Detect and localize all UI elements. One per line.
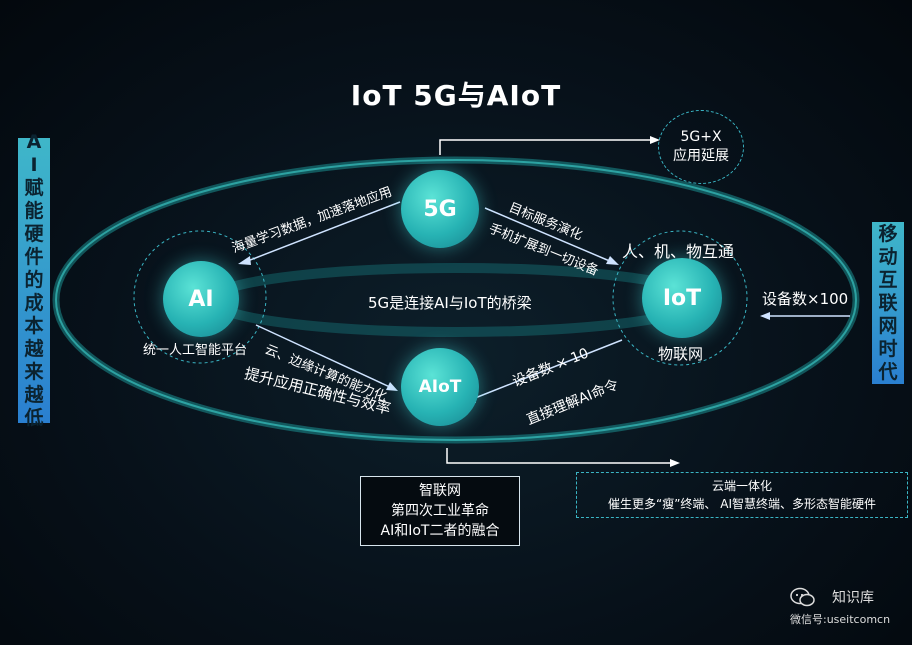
5gx-line2: 应用延展	[673, 148, 729, 164]
left-panel-char: I	[30, 154, 38, 176]
smart-network-line3: AI和IoT二者的融合	[380, 523, 500, 539]
arrow-5g-iot	[484, 207, 613, 263]
left-panel-char: 本	[24, 315, 44, 337]
people-things-label: 人、机、物互通	[622, 242, 735, 261]
iot-dashed-ring	[612, 230, 748, 366]
smart-network-box: 智联网 第四次工业革命 AI和IoT二者的融合	[360, 476, 520, 546]
right-panel-char: 互	[878, 268, 898, 291]
watermark: 知识库 微信号:useitcomcn	[790, 587, 908, 627]
ai-platform-label: 统一人工智能平台	[143, 343, 248, 358]
smart-network-line1: 智联网	[419, 483, 461, 499]
arrow-ai-aiot	[255, 324, 393, 389]
left-panel-char: 硬	[24, 223, 44, 245]
left-panel-char: 成	[24, 292, 44, 314]
smart-network-line2: 第四次工业革命	[391, 503, 489, 519]
left-panel-char: 越	[24, 384, 44, 406]
arrow-5g-ai	[244, 201, 401, 263]
left-panel-char: 的	[24, 269, 44, 291]
right-side-panel: 移动互联网时代	[872, 222, 904, 384]
ai-dashed-ring	[133, 230, 267, 364]
devices-x100-label: 设备数×100	[762, 290, 849, 308]
iot-sub-label: 物联网	[658, 345, 704, 363]
left-panel-char: 越	[24, 338, 44, 360]
node-ai: AI	[163, 261, 239, 337]
left-panel-char: 低	[24, 407, 44, 429]
left-panel-char: A	[26, 131, 42, 153]
right-panel-char: 代	[878, 360, 898, 383]
node-iot: IoT	[642, 258, 722, 338]
left-panel-char: 赋	[24, 177, 44, 199]
cloud-integration-box: 云端一体化 催生更多“瘦”终端、 AI智慧终端、多形态智能硬件	[576, 472, 908, 518]
connector-aiot-to-cloud	[446, 448, 670, 464]
5gx-line1: 5G+X	[680, 129, 722, 145]
bridge-label: 5G是连接AI与IoT的桥梁	[368, 294, 532, 312]
arrow-iot-aiot	[469, 339, 623, 401]
left-panel-char: 能	[24, 200, 44, 222]
page-title: IoT 5G与AIoT	[350, 79, 562, 112]
right-panel-char: 动	[878, 245, 898, 268]
watermark-name: 知识库	[832, 590, 874, 606]
node-aiot: AIoT	[401, 348, 479, 426]
connector-5g-to-5gx	[439, 139, 650, 155]
left-panel-char: 件	[24, 246, 44, 268]
cloud-line1: 云端一体化	[711, 479, 772, 493]
watermark-id: 微信号:useitcomcn	[790, 613, 891, 626]
right-panel-char: 时	[878, 337, 898, 360]
wechat-icon	[790, 587, 815, 607]
right-panel-char: 联	[878, 291, 898, 314]
left-panel-char: 来	[24, 361, 44, 383]
right-panel-char: 网	[878, 314, 898, 337]
5gx-application-circle: 5G+X 应用延展	[658, 110, 744, 184]
right-panel-char: 移	[878, 222, 898, 245]
cloud-line2: 催生更多“瘦”终端、 AI智慧终端、多形态智能硬件	[608, 497, 876, 511]
node-5g: 5G	[401, 170, 479, 248]
outer-ring-glow	[55, 159, 857, 441]
